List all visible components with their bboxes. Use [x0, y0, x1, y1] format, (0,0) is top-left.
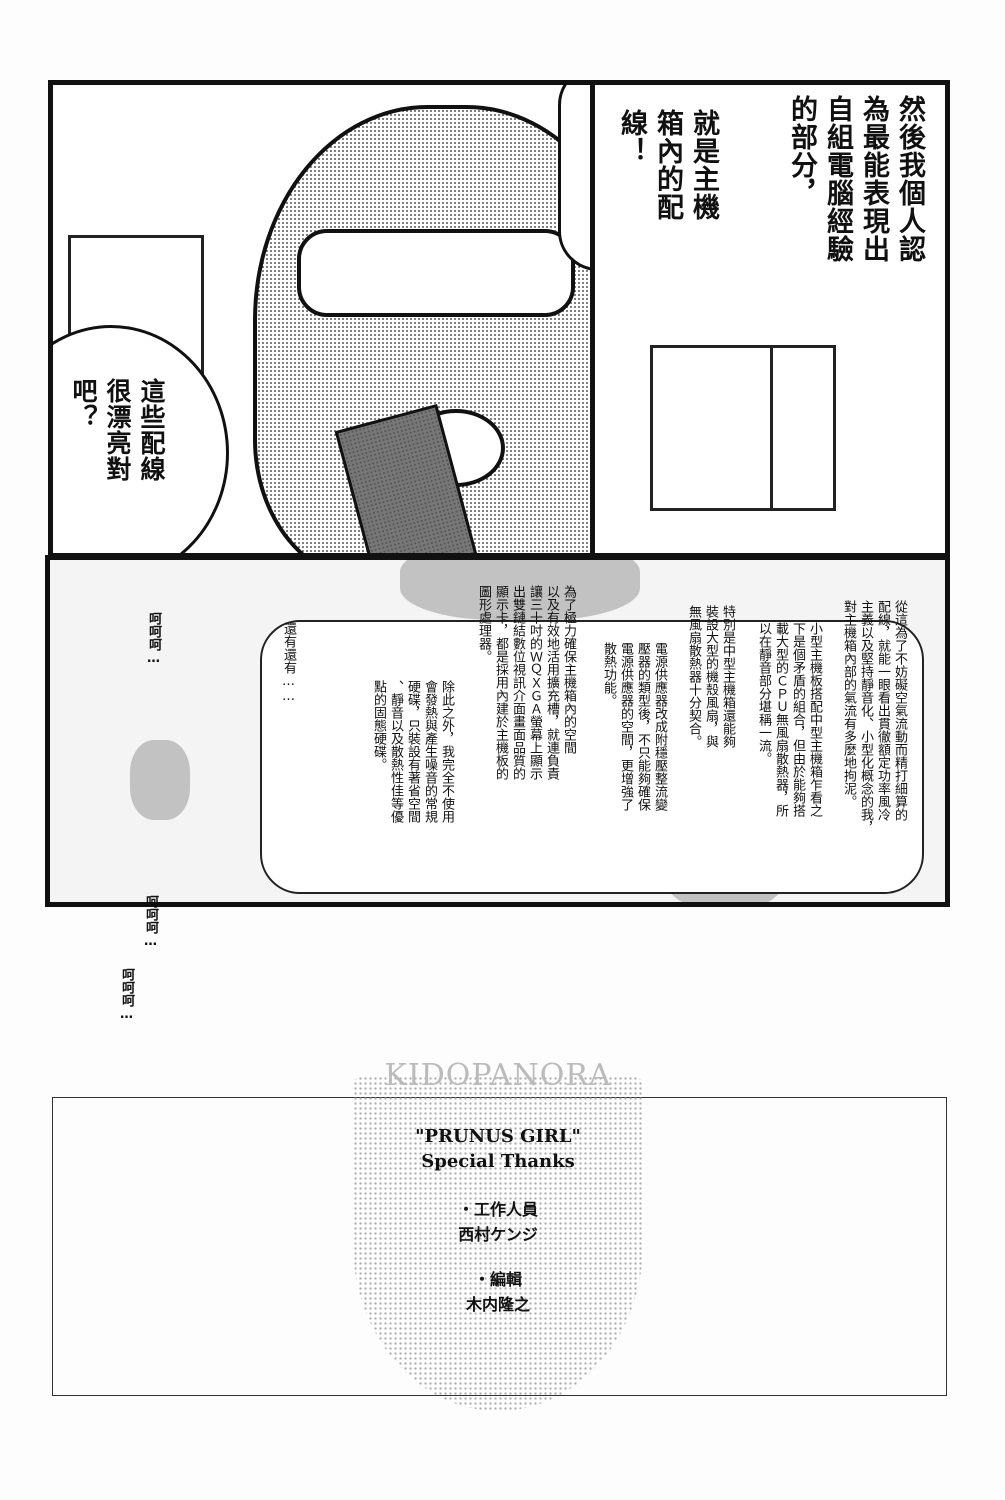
- narration-text: 然後我個人認 為最能表現出 自組電腦經驗 的部分，: [786, 95, 925, 263]
- explanation-text: 除此之外，我完全不使用 會發熱與產生噪音的常規 硬碟，只裝設有著省空間 、靜音以…: [371, 680, 454, 823]
- laugh-text: 呵呵呵…: [143, 895, 158, 949]
- more-text: 還有還有……: [281, 622, 296, 704]
- credits-subtitle: Special Thanks: [421, 1151, 575, 1172]
- shading: [400, 560, 640, 620]
- credits-title: "PRUNUS GIRL": [415, 1126, 581, 1147]
- explanation-text: 特別是中型主機箱還能夠 裝設大型的機殼風扇，與 無風扇散熱器十分契合。: [686, 605, 735, 748]
- watermark-logo: KIDOPANORA: [384, 1058, 612, 1093]
- credits-box: KIDOPANORA "PRUNUS GIRL" Special Thanks …: [52, 1058, 947, 1411]
- laugh-text: 呵呵呵…: [146, 612, 161, 666]
- pc-drive-bay: [770, 348, 833, 508]
- text-cloud: [260, 620, 924, 894]
- speech-bubble-laugh: 呵呵呵呵！: [558, 85, 590, 271]
- credits-role: ・編輯: [473, 1270, 522, 1289]
- panel-narration: 然後我個人認 為最能表現出 自組電腦經驗 的部分， 就是主機 箱內的配 線！: [590, 80, 950, 558]
- narration-text: 就是主機 箱內的配 線！: [616, 109, 719, 221]
- credits-role: ・工作人員: [457, 1200, 538, 1219]
- panel-character: 呵呵呵呵！ 這些配線 很漂亮對 吧？: [48, 80, 595, 558]
- explanation-text: 從這為了不妨礙空氣流動而精打細算的 配線，就能一眼看出貫徹額定功率風冷 主義以及…: [841, 600, 907, 834]
- panel-explanation: 從這為了不妨礙空氣流動而精打細算的 配線，就能一眼看出貫徹額定功率風冷 主義以及…: [45, 555, 950, 907]
- explanation-text: 為了極力確保主機箱內的空間 以及有效地活用擴充槽，就連負責 讓三十吋的ＷＱＸＧＡ…: [476, 585, 576, 780]
- glasses: [297, 229, 575, 317]
- explanation-text: 電源供應器改成附穩壓整流變 壓器的類型後，不只能夠確保 電源供應器的空間，更增強…: [601, 642, 667, 811]
- laugh-text: 呵呵呵…: [119, 968, 134, 1022]
- emblem-watermark: KIDOPANORA "PRUNUS GIRL" Special Thanks …: [353, 1058, 643, 1411]
- credits-name: 木内隆之: [465, 1295, 530, 1314]
- bubble-text: 這些配線 很漂亮對 吧？: [69, 378, 166, 482]
- credits-name: 西村ケンジ: [458, 1225, 538, 1244]
- pc-case-illustration: [650, 345, 836, 511]
- explanation-text: 小型主機板搭配中型主機箱乍看之 下是個矛盾的組合，但由於能夠搭 載大型的ＣＰＵ無…: [756, 622, 822, 817]
- cat-mascot: [130, 740, 190, 820]
- bubble-text: 呵呵呵呵！: [583, 113, 590, 238]
